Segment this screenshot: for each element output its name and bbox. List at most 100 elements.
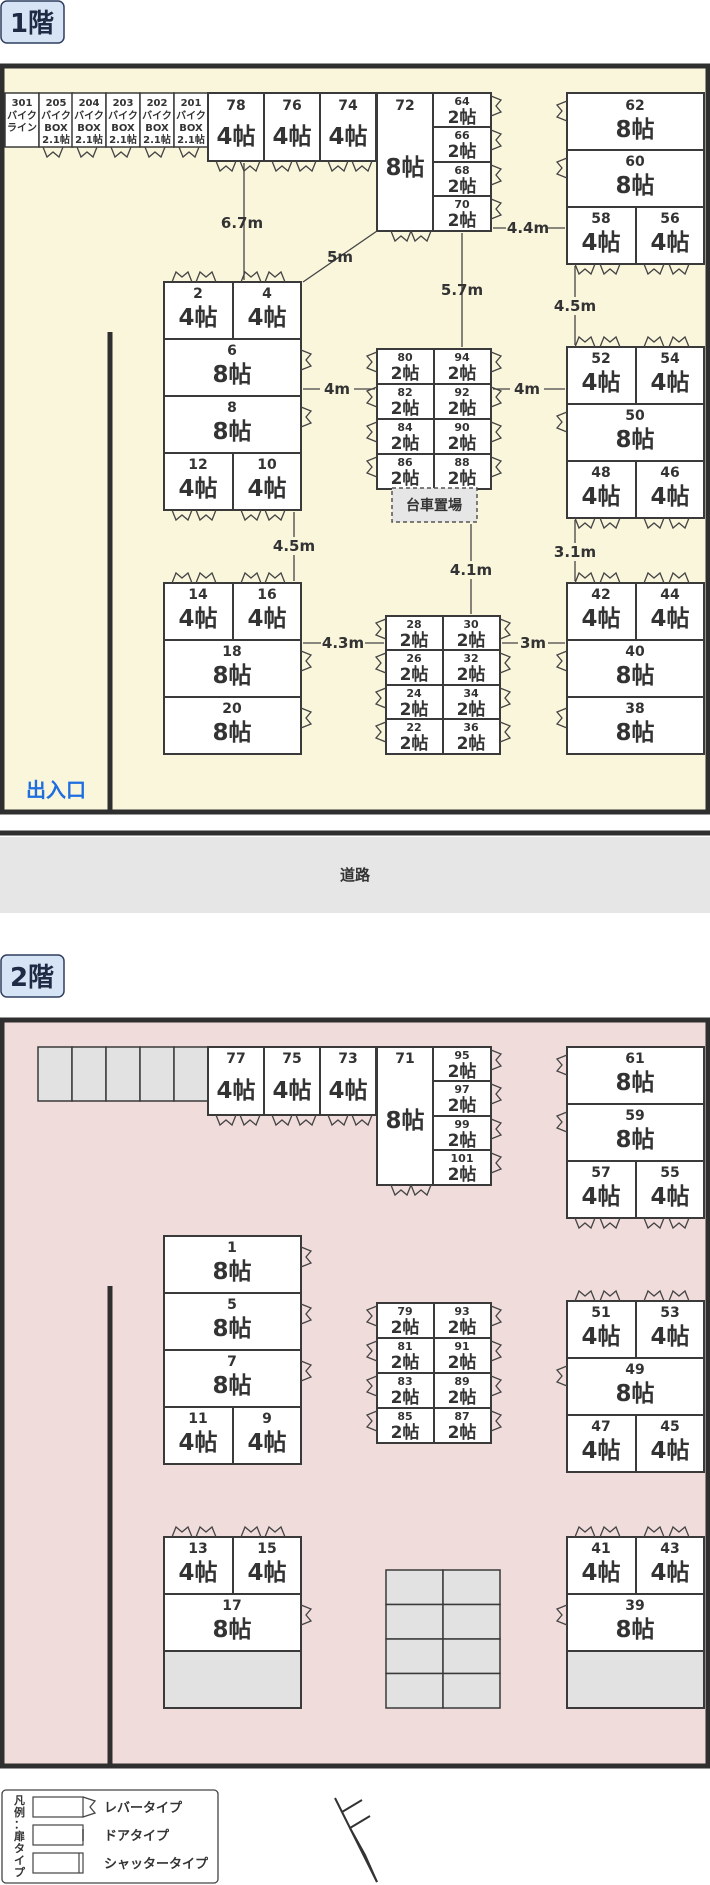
lever-door-icon [365, 1340, 378, 1362]
svg-text:2帖: 2帖 [391, 468, 420, 489]
unit-1[interactable]: 18帖 [163, 1235, 302, 1294]
unit-6[interactable]: 68帖 [163, 338, 302, 397]
svg-text:56: 56 [660, 211, 679, 227]
gray-unit [173, 1046, 209, 1102]
svg-text:2帖: 2帖 [391, 433, 420, 454]
dim-4-3m: 4.3m [303, 633, 384, 652]
lever-door-icon [76, 146, 98, 159]
unit-7[interactable]: 78帖 [163, 1349, 302, 1408]
lever-door-icon [499, 618, 512, 640]
unit-9[interactable]: 94帖 [232, 1406, 302, 1465]
unit-5[interactable]: 58帖 [163, 1292, 302, 1351]
unit-2[interactable]: 24帖 [163, 281, 234, 340]
gray-unit [37, 1046, 73, 1102]
svg-text:シャッタータイプ: シャッタータイプ [104, 1857, 209, 1872]
unit-4[interactable]: 44帖 [232, 281, 302, 340]
unit-8[interactable]: 88帖 [163, 395, 302, 454]
legend-lever: レバータイプ [32, 1796, 183, 1818]
